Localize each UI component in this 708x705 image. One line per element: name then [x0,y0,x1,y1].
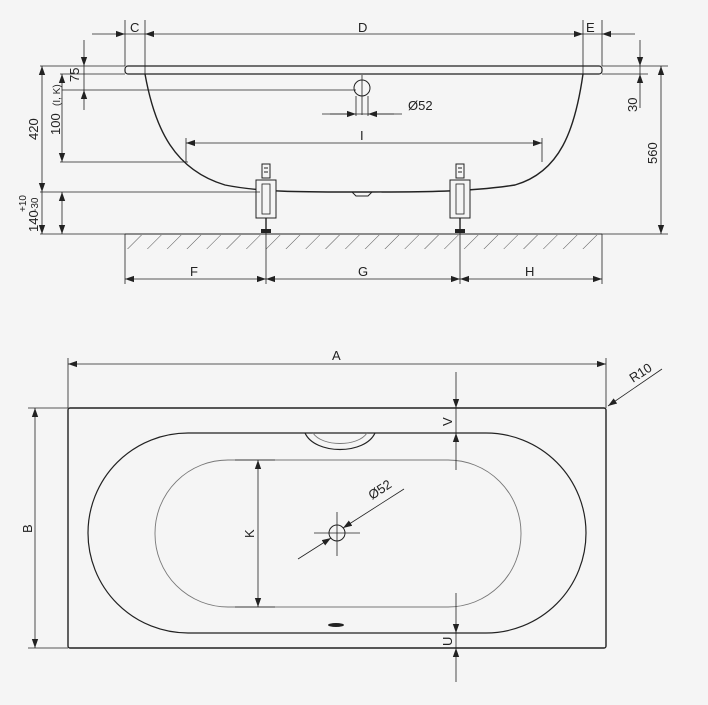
dim-minus30-label: -30 [30,197,41,212]
dim-v-label: V [440,417,455,426]
overflow-slot-bottom [328,623,344,627]
dim-g-label: G [358,264,368,279]
dim-c-label: C [130,20,139,35]
dim-k-label: K [242,529,257,538]
dim-140-label: 140 [26,210,41,232]
dim-100-note: (I, K) [52,84,63,106]
dim-560-label: 560 [645,142,660,164]
dim-u-label: U [440,637,455,646]
tub-body-outline [144,73,584,193]
drain-bump [351,191,373,197]
dim-100-label: 100 [48,113,63,135]
overflow-top [304,432,376,451]
tub-inner-basin [87,432,587,634]
dim-f-label: F [190,264,198,279]
dim-30-label: 30 [625,98,640,112]
dim-e-label: E [586,20,595,35]
tub-rim [124,65,603,75]
tub-floor-area [154,459,522,608]
top-view: Ø52 A B R10 V K U [20,348,663,682]
dim-r10-label: R10 [626,360,654,386]
dim-a-label: A [332,348,341,363]
dim-d-label: D [358,20,367,35]
dim-420-label: 420 [26,118,41,140]
foot-right [449,163,471,233]
dim-i-label: I [360,128,364,143]
dim-h-label: H [525,264,534,279]
side-view: C D E 75 100 (I, K) 420 140 +10 -30 [18,20,668,284]
dim-plus10-label: +10 [18,195,29,212]
dim-75-label: 75 [67,68,82,82]
side-drain-dim-label: Ø52 [408,98,433,113]
floor-hatch [125,235,602,249]
dim-b-label: B [20,524,35,533]
foot-left [255,163,277,233]
